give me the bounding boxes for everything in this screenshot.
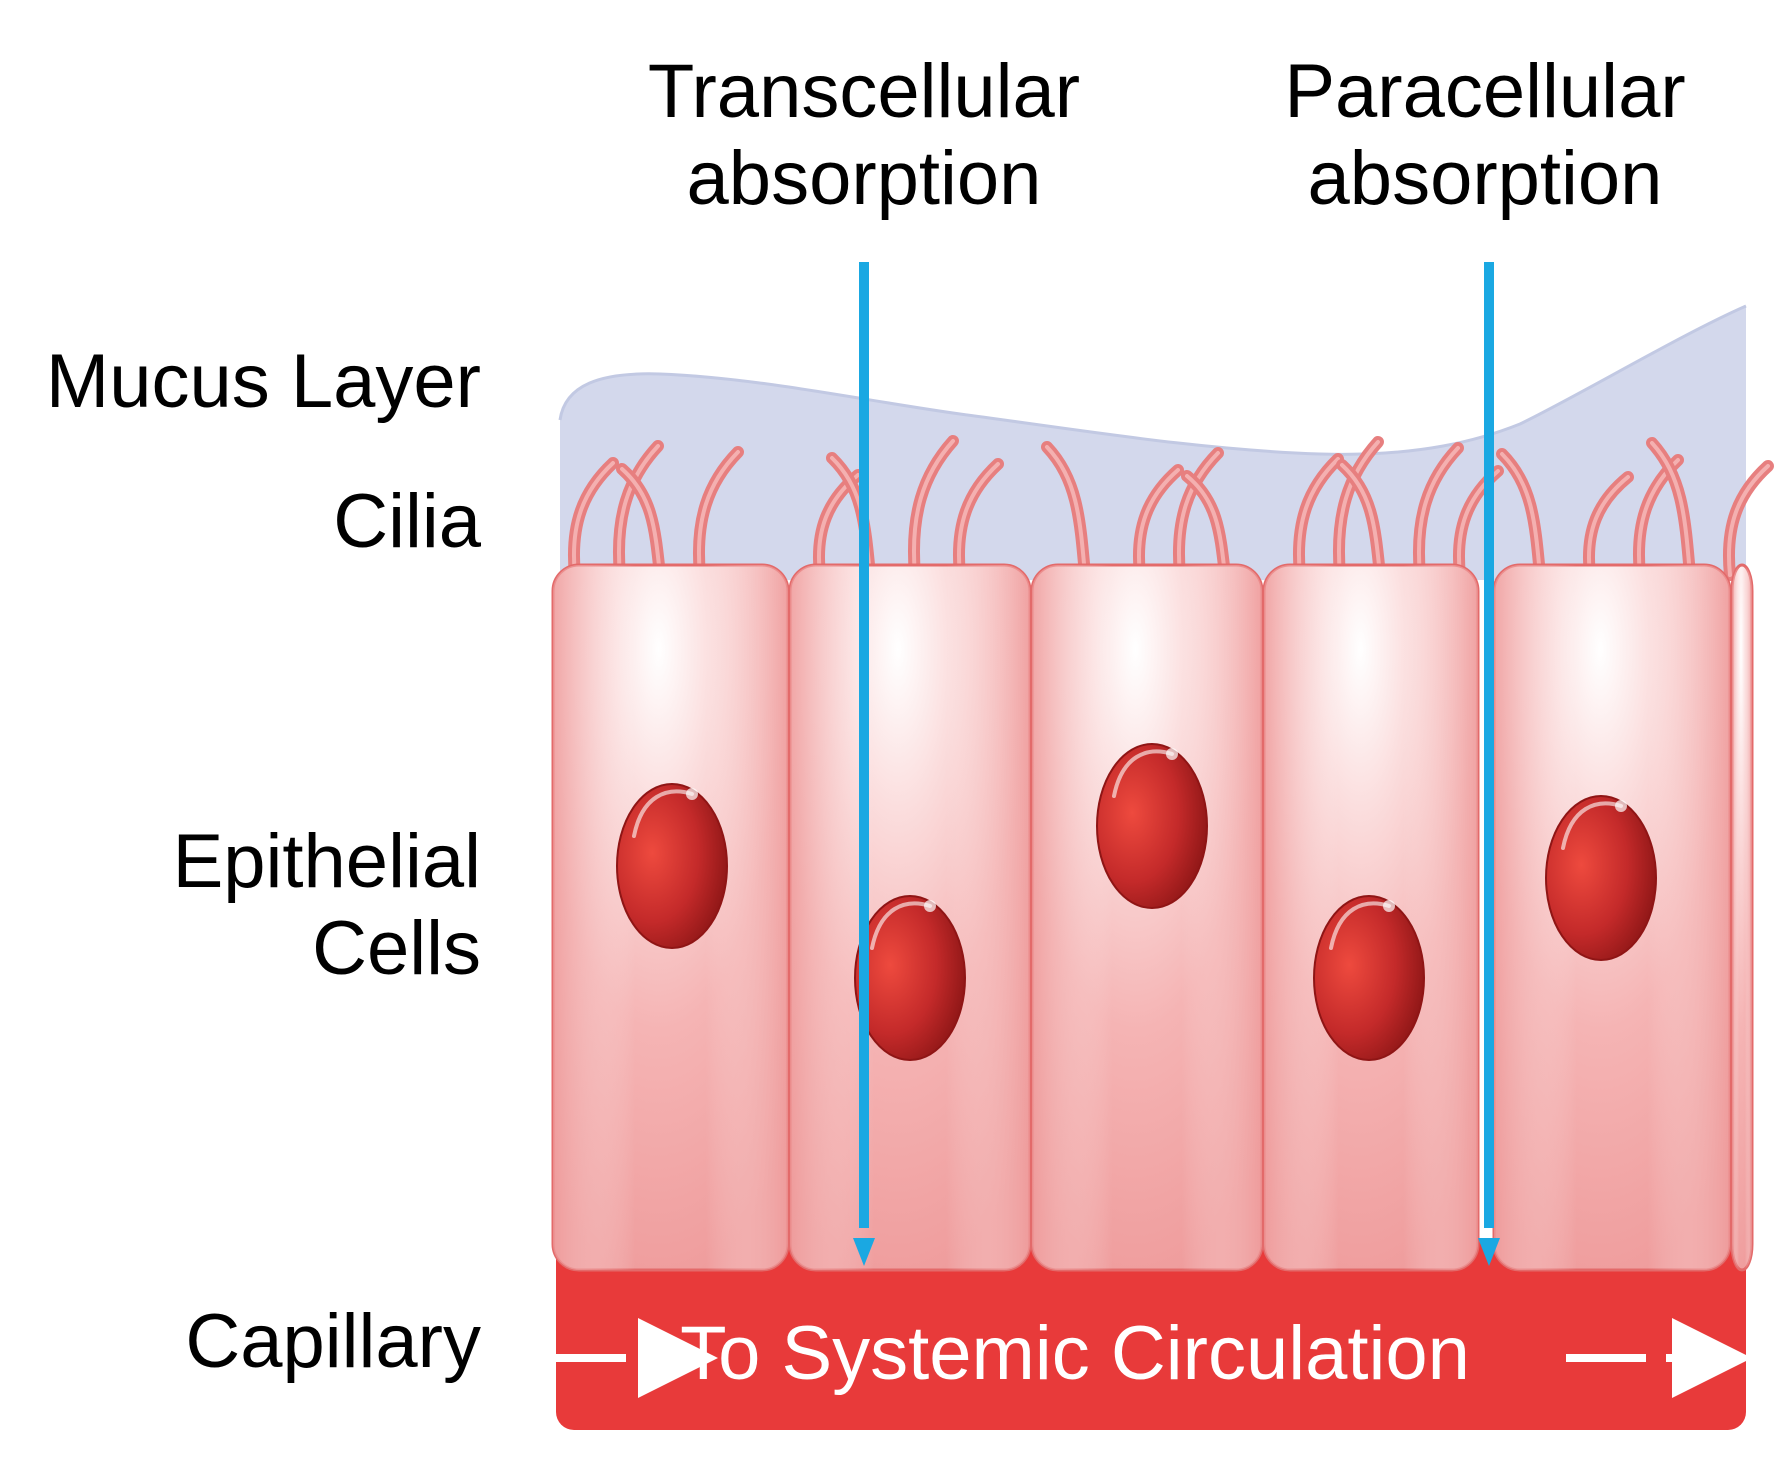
epithelial-cells-label: Epithelial Cells: [173, 818, 481, 993]
epithelial-cell: [1262, 563, 1480, 1272]
cilium-highlight: [1336, 440, 1380, 577]
nucleus-highlight: [632, 789, 694, 838]
paracellular-label-line1: Paracellular: [1284, 49, 1686, 134]
epithelial-cells-label-line1: Epithelial: [172, 819, 481, 904]
epithelial-cell: [551, 563, 790, 1272]
cilium-highlight: [1176, 451, 1220, 577]
capillary-label: Capillary: [185, 1299, 481, 1384]
cilium-highlight: [1500, 452, 1542, 577]
nucleus: [1545, 795, 1657, 961]
cilium-highlight: [616, 444, 660, 577]
cilium-highlight: [696, 450, 740, 577]
mucus-layer-edge: [558, 304, 1747, 456]
cilium-highlight: [571, 461, 615, 577]
cilium-highlight: [1587, 475, 1630, 577]
cilium-highlight: [1296, 457, 1340, 577]
cilia-label: Cilia: [333, 479, 481, 564]
cell-shading: [1732, 565, 1752, 1270]
cilium-highlight: [1136, 468, 1180, 577]
epithelial-cell: [1492, 563, 1732, 1272]
cilium-highlight: [956, 462, 1000, 577]
cilium-highlight: [1726, 464, 1770, 577]
paracellular-label-line2: absorption: [1307, 136, 1663, 222]
cilium-highlight: [620, 467, 662, 577]
epithelial-cells-label-line2: Cells: [312, 906, 481, 992]
cilium-highlight: [1416, 446, 1460, 577]
nucleus: [1096, 743, 1208, 909]
capillary-vessel: [556, 1240, 1746, 1430]
nucleus: [616, 783, 728, 949]
nucleus-highlight: [1112, 749, 1174, 798]
nucleus-glint: [1383, 900, 1395, 912]
nucleus-highlight: [1329, 901, 1391, 950]
cilium-highlight: [911, 439, 955, 577]
epithelial-cell: [788, 563, 1032, 1272]
transcellular-label-line1: Transcellular: [647, 49, 1081, 134]
transcellular-label: Transcellular absorption: [584, 48, 1144, 223]
cilium-highlight: [1045, 445, 1087, 577]
nucleus-highlight: [1561, 801, 1623, 850]
epithelial-cell: [1030, 563, 1264, 1272]
nucleus-highlight: [870, 901, 932, 950]
nucleus-glint: [686, 788, 698, 800]
nucleus: [854, 895, 966, 1061]
nucleus: [1313, 895, 1425, 1061]
cilium-highlight: [1340, 463, 1382, 577]
paracellular-arrowhead-icon: [1478, 1238, 1500, 1266]
nucleus-glint: [1615, 800, 1627, 812]
cell-shading: [1032, 565, 1262, 1270]
cilium-highlight: [1185, 474, 1227, 577]
mucus-layer-label: Mucus Layer: [45, 339, 481, 424]
nucleus-glint: [924, 900, 936, 912]
transcellular-label-line2: absorption: [686, 136, 1042, 222]
paracellular-label: Paracellular absorption: [1205, 48, 1765, 223]
transcellular-arrowhead-icon: [853, 1238, 875, 1266]
nucleus-glint: [1166, 748, 1178, 760]
cilium-highlight: [1650, 441, 1692, 577]
mucus-layer: [560, 306, 1746, 580]
epithelial-cell: [1730, 563, 1754, 1272]
circulation-label: To Systemic Circulation: [680, 1311, 1470, 1396]
epithelial-cells: [551, 563, 1754, 1272]
